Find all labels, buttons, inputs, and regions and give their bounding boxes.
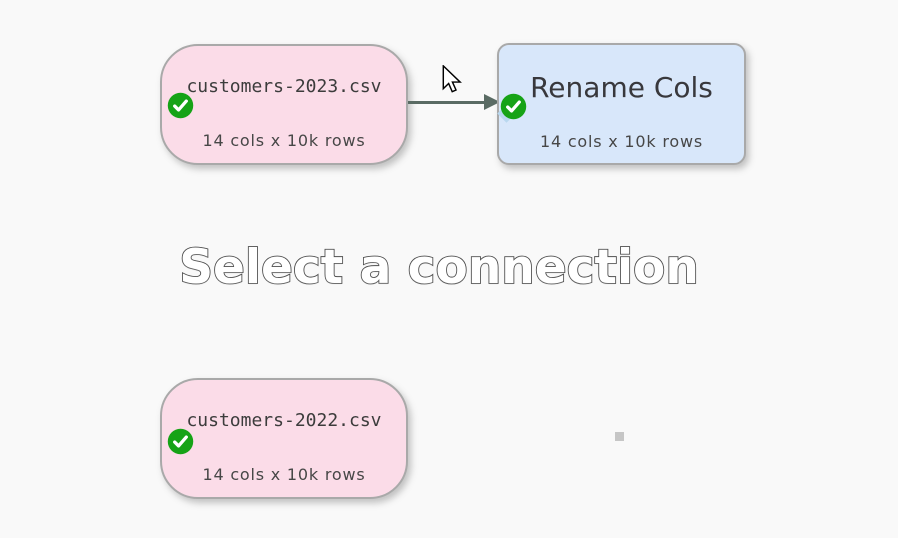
connection-arrowhead-icon[interactable] (484, 94, 500, 110)
mouse-arrow-cursor-icon (440, 64, 464, 98)
status-ok-check-icon (500, 93, 527, 120)
node-customers-2022-csv[interactable]: customers-2022.csv 14 cols x 10k rows (160, 378, 408, 499)
status-ok-check-icon (167, 92, 194, 119)
connection-line[interactable] (408, 101, 486, 104)
node-customers-2023-csv[interactable]: customers-2023.csv 14 cols x 10k rows (160, 44, 408, 165)
node-rename-cols[interactable]: Rename Cols 14 cols x 10k rows (497, 43, 746, 165)
node-row-col-count: 14 cols x 10k rows (539, 132, 703, 151)
canvas-marker-square (615, 432, 624, 441)
node-title: Rename Cols (530, 71, 713, 104)
node-title: customers-2022.csv (186, 410, 382, 431)
status-ok-check-icon (167, 428, 194, 455)
node-title: customers-2023.csv (186, 76, 382, 97)
canvas-hint-text: Select a connection (178, 239, 699, 296)
node-row-col-count: 14 cols x 10k rows (202, 465, 366, 484)
node-row-col-count: 14 cols x 10k rows (202, 131, 366, 150)
